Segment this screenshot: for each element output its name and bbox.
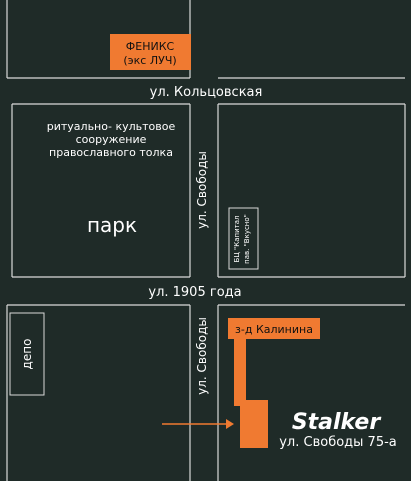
business-center-box	[228, 207, 259, 270]
feniks-subtitle: (экс ЛУЧ)	[123, 54, 176, 67]
kalinina-label: з-д Калинина	[235, 323, 313, 336]
stalker-address: ул. Свободы 75-а	[279, 435, 397, 450]
ritual-line-2: сооружение	[76, 133, 147, 146]
street-svobody-bottom: ул. Свободы	[195, 317, 209, 395]
ritual-line-3: православного толка	[49, 146, 173, 159]
kalinina-label-box	[228, 318, 320, 339]
depo-label: депо	[20, 339, 34, 370]
feniks-label-box	[110, 34, 191, 70]
stalker-logo: Stalker	[292, 410, 382, 435]
park-label: парк	[87, 213, 137, 237]
stalker-building	[234, 318, 268, 448]
arrow-head	[226, 419, 234, 429]
ritual-line-1: ритуально- культовое	[47, 120, 176, 133]
street-svobody-top: ул. Свободы	[195, 151, 209, 229]
feniks-title: ФЕНИКС	[126, 40, 175, 53]
depo-box	[9, 312, 45, 396]
business-center-line-1: БЦ "Капитал	[233, 216, 241, 263]
street-1905: ул. 1905 года	[148, 285, 241, 300]
street-koltsovskaya: ул. Кольцовская	[150, 85, 263, 100]
business-center-line-2: пав. "Вкусно"	[243, 214, 251, 264]
